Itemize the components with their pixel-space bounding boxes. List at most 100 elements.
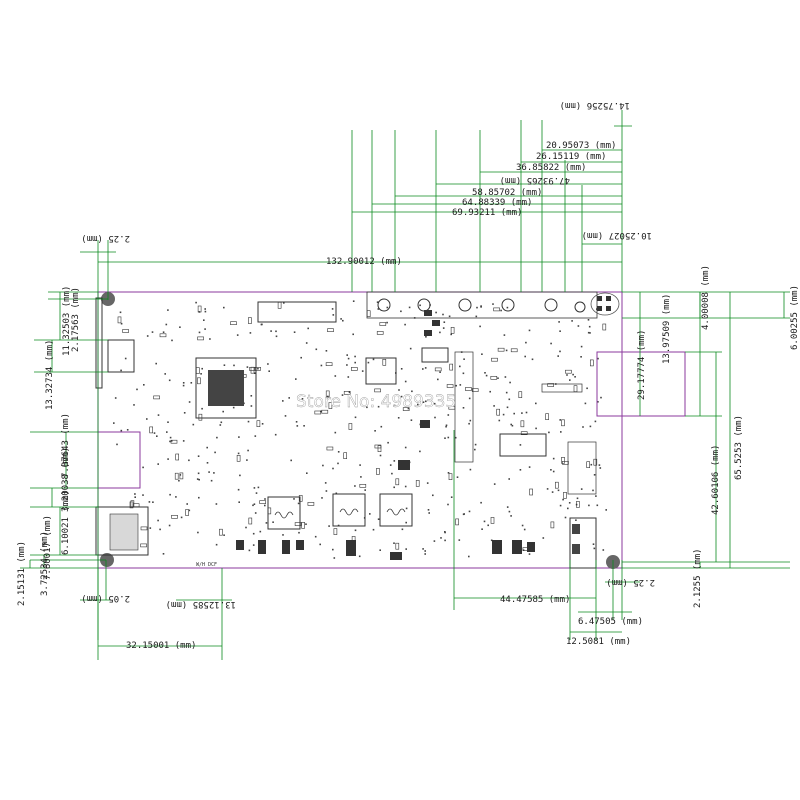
smd-pad <box>481 353 483 355</box>
smd-component <box>424 310 432 316</box>
smd-pad <box>208 471 210 473</box>
smd-pad <box>523 528 526 531</box>
smd-pad <box>203 319 205 321</box>
smd-pad <box>434 416 436 419</box>
vertical-connector <box>454 351 474 463</box>
smd-pad <box>319 543 321 546</box>
smd-pad <box>468 397 471 400</box>
smd-pad <box>198 496 200 499</box>
smd-pad <box>272 521 274 523</box>
smd-pad <box>260 323 263 326</box>
smd-pad <box>183 412 186 414</box>
smd-pad <box>508 398 511 401</box>
smd-pad <box>559 419 561 421</box>
smd-pad <box>305 342 308 344</box>
smd-pad <box>248 317 252 324</box>
smd-pad <box>440 537 442 539</box>
dim-left-2-15131: 2.15131 (mm) <box>17 541 27 606</box>
smd-pad <box>468 510 471 513</box>
smd-pad <box>246 459 248 461</box>
smd-pad <box>296 425 299 427</box>
smd-pad <box>238 501 240 503</box>
smd-pad <box>223 534 225 536</box>
dim-top-14-75256: 14.75256 (mm) <box>560 100 630 110</box>
board-outline <box>97 291 623 569</box>
smd-pad <box>167 421 169 423</box>
smd-pad <box>380 425 383 428</box>
dim-top-36-85822: 36.85822 (mm) <box>516 163 586 173</box>
smd-pad <box>301 398 304 400</box>
smd-pad <box>246 366 249 368</box>
smd-pad <box>586 387 588 390</box>
smd-pad <box>521 524 524 527</box>
smd-pad <box>300 356 302 359</box>
smd-pad <box>484 372 486 374</box>
smd-pad <box>576 501 580 508</box>
smd-component <box>512 540 522 554</box>
dim-top-26-15119: 26.15119 (mm) <box>536 152 606 162</box>
dim-top-58-85702: 58.85702 (mm) <box>472 188 542 198</box>
smd-pad <box>479 325 481 328</box>
smd-pad <box>462 372 465 375</box>
smd-pad <box>354 485 356 487</box>
smd-pad <box>566 374 568 376</box>
smd-pad <box>350 367 358 371</box>
smd-pad <box>120 429 123 432</box>
smd-pad <box>474 448 476 451</box>
smd-pad <box>404 485 407 488</box>
smd-pad <box>594 420 597 423</box>
smd-pad <box>346 364 348 366</box>
smd-pad <box>596 504 599 507</box>
smd-pad <box>142 494 144 496</box>
dim-bottom-12-5081: 12.5081 (mm) <box>566 637 631 647</box>
smd-pad <box>510 423 512 426</box>
smd-pad <box>334 375 337 377</box>
smd-pad <box>179 472 184 480</box>
smd-pad <box>405 521 407 524</box>
smd-pad <box>424 367 427 369</box>
smd-pad <box>197 336 204 341</box>
smd-pad <box>442 327 445 329</box>
smd-pad <box>455 384 457 387</box>
smd-pad <box>237 488 240 491</box>
smd-pad <box>190 382 193 384</box>
dim-overall-width: 132.90012 (mm) <box>326 257 402 267</box>
smd-pad <box>354 529 357 532</box>
tactile-buttons <box>377 298 586 313</box>
smd-pad <box>391 472 393 475</box>
smd-pad <box>252 532 255 535</box>
smd-pad <box>213 472 215 474</box>
smd-pad <box>142 466 144 469</box>
smd-pad <box>122 329 129 333</box>
smd-pad <box>196 478 199 480</box>
smd-pad <box>182 384 185 387</box>
smd-pad <box>374 444 382 449</box>
smd-pad <box>358 555 361 558</box>
smd-pad <box>474 443 477 446</box>
smd-pad <box>475 315 478 318</box>
smd-pad <box>459 365 461 368</box>
dim-right-29-17774: 29.17774 (mm) <box>637 330 647 400</box>
smd-pad <box>393 460 396 462</box>
smd-pad <box>157 414 160 416</box>
smd-pad <box>476 306 478 309</box>
smd-pad <box>116 443 118 446</box>
dim-bottom-13-12585: 13.12585 (mm) <box>166 599 236 609</box>
smd-pad <box>366 406 368 409</box>
smd-pad <box>332 548 334 551</box>
smd-pad <box>572 373 574 376</box>
smd-component <box>424 330 432 336</box>
smd-pad <box>348 423 353 430</box>
smd-pad <box>236 454 241 462</box>
smd-pad <box>295 378 297 380</box>
smd-pad <box>295 421 298 423</box>
smd-pad <box>168 379 171 382</box>
smd-pad <box>134 493 136 495</box>
smd-pad <box>274 433 277 436</box>
smd-pad <box>332 467 334 470</box>
smd-pad <box>599 467 602 469</box>
smd-pad <box>575 519 577 521</box>
smd-pad <box>377 405 380 408</box>
smd-pad <box>411 390 413 393</box>
smd-pad <box>525 411 528 414</box>
